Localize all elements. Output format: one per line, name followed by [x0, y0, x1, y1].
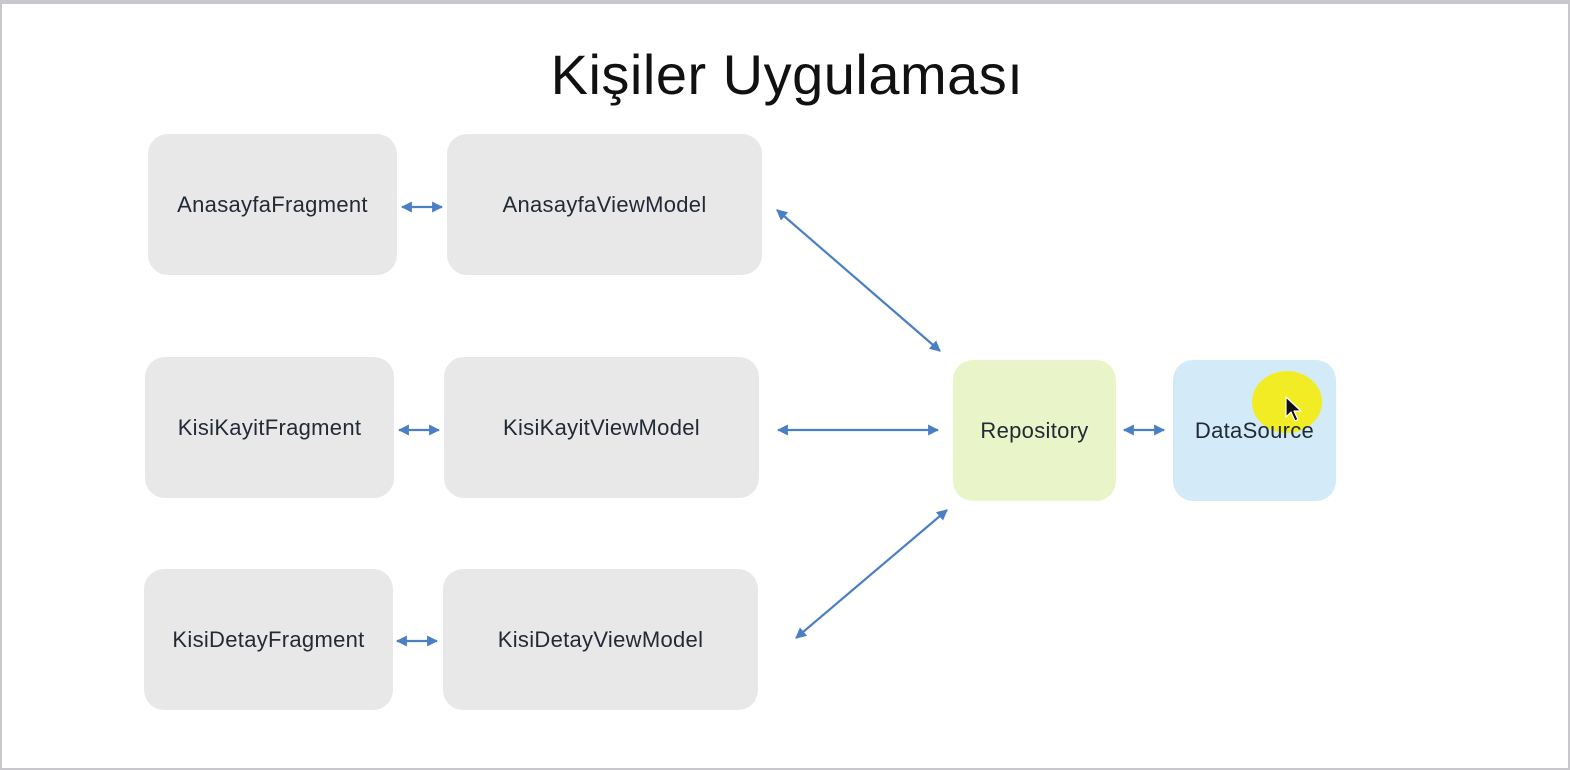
- node-kisikayit-fragment: KisiKayitFragment: [145, 357, 394, 498]
- node-kisidetay-fragment: KisiDetayFragment: [144, 569, 393, 710]
- arrow-anasayfa-viewmodel-repository: [776, 209, 941, 352]
- node-anasayfa-fragment: AnasayfaFragment: [148, 134, 397, 275]
- node-label: DataSource: [1194, 417, 1315, 443]
- node-label: KisiDetayViewModel: [497, 626, 704, 652]
- node-anasayfa-viewmodel: AnasayfaViewModel: [447, 134, 762, 275]
- node-label: AnasayfaViewModel: [502, 191, 707, 217]
- node-label: KisiKayitFragment: [177, 414, 362, 440]
- node-label: AnasayfaFragment: [177, 191, 368, 217]
- node-repository: Repository: [953, 360, 1116, 501]
- arrow-kisidetay-viewmodel-repository: [795, 509, 948, 639]
- node-label: KisiKayitViewModel: [503, 414, 700, 440]
- node-label: KisiDetayFragment: [172, 626, 365, 652]
- node-label: Repository: [980, 417, 1089, 443]
- node-kisikayit-viewmodel: KisiKayitViewModel: [444, 357, 759, 498]
- mouse-pointer-icon: [1285, 396, 1302, 422]
- node-kisidetay-viewmodel: KisiDetayViewModel: [443, 569, 758, 710]
- slide-title: Kişiler Uygulaması: [550, 43, 1024, 106]
